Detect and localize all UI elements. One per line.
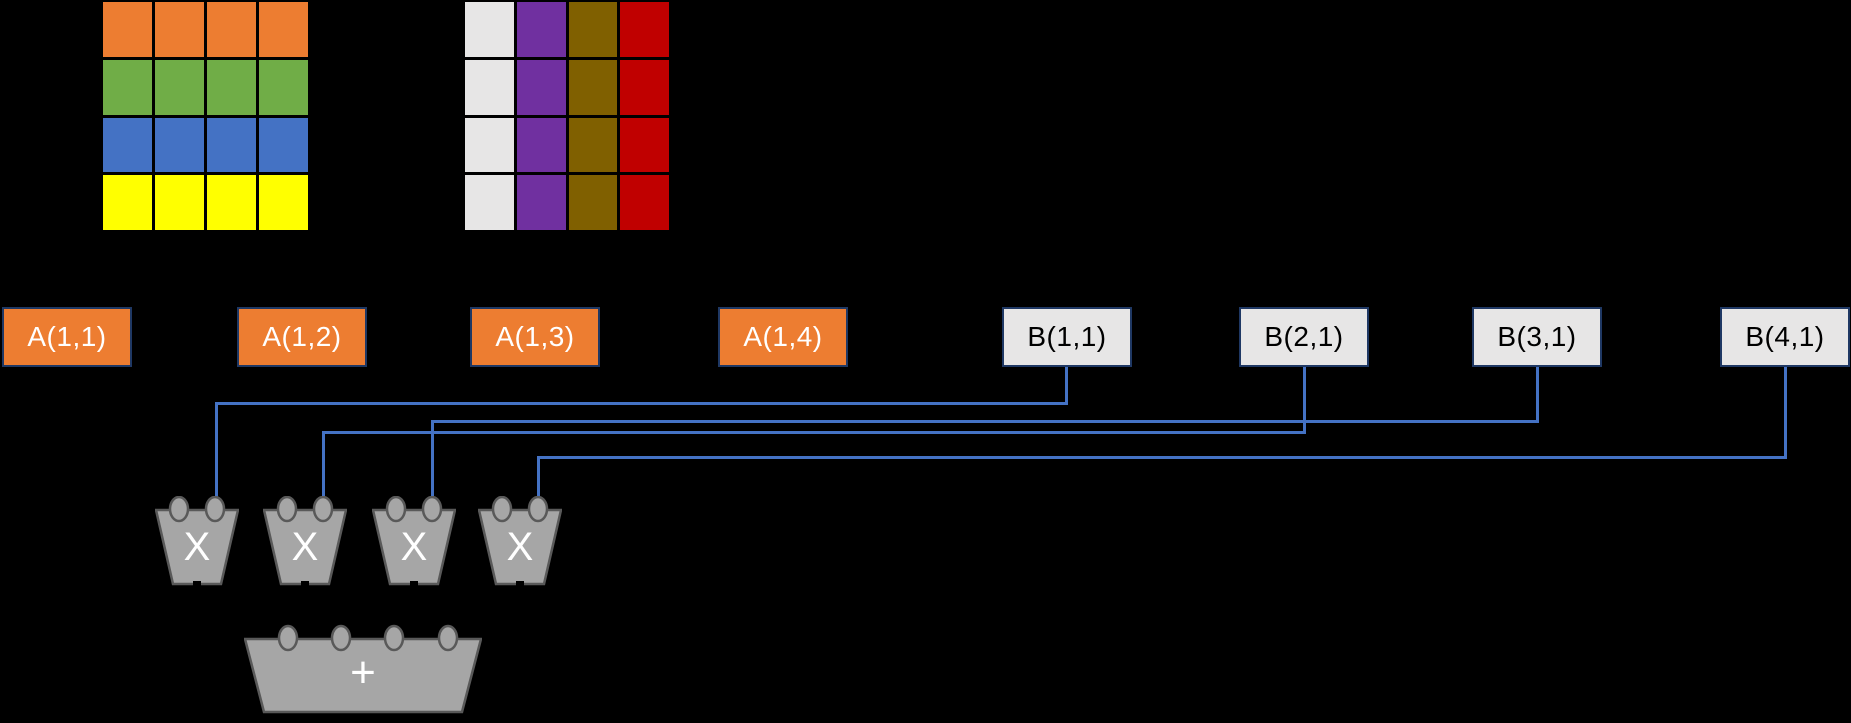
matrix-cell bbox=[259, 59, 308, 115]
wire-B(1,1)-to-multiplier-1 bbox=[1065, 367, 1068, 405]
matrix-cell bbox=[207, 175, 256, 230]
matrix-cell bbox=[465, 2, 514, 57]
matrix-cell bbox=[103, 2, 152, 57]
matrix-cell bbox=[568, 175, 618, 230]
operand-box-a11-label: A(1,1) bbox=[27, 321, 107, 352]
multiplier-4: X bbox=[478, 496, 562, 588]
operand-box-b41: B(4,1) bbox=[1720, 307, 1850, 367]
matrix-cell bbox=[155, 175, 204, 230]
matrix-cell bbox=[155, 117, 204, 173]
input-port-1 bbox=[277, 624, 299, 652]
output-stub bbox=[516, 581, 524, 588]
multiplier-label: X bbox=[183, 524, 211, 569]
operand-box-b21-label: B(2,1) bbox=[1264, 321, 1344, 352]
matrix-cell bbox=[620, 117, 669, 173]
wire-B(2,1)-to-multiplier-2 bbox=[322, 431, 1306, 434]
input-port-right bbox=[204, 496, 226, 523]
input-port-left bbox=[385, 496, 407, 523]
operand-box-a13-label: A(1,3) bbox=[495, 321, 575, 352]
matrix-cell bbox=[207, 59, 256, 115]
matrix-cell bbox=[259, 2, 308, 57]
input-port-4 bbox=[437, 624, 459, 652]
input-port-right bbox=[312, 496, 334, 523]
matrix-cell bbox=[516, 117, 566, 173]
matrix-cell bbox=[568, 59, 618, 115]
multiplier-label: X bbox=[506, 524, 534, 569]
wire-B(4,1)-to-multiplier-4 bbox=[537, 456, 540, 498]
operand-box-b31: B(3,1) bbox=[1472, 307, 1602, 367]
operand-box-b31-label: B(3,1) bbox=[1497, 321, 1577, 352]
operand-box-a12: A(1,2) bbox=[237, 307, 367, 367]
operand-box-a12-label: A(1,2) bbox=[262, 321, 342, 352]
wire-B(4,1)-to-multiplier-4 bbox=[1784, 367, 1787, 459]
output-stub bbox=[193, 581, 201, 588]
matrix-cell bbox=[103, 117, 152, 173]
matrix-cell bbox=[516, 2, 566, 57]
matrix-cell bbox=[568, 2, 618, 57]
output-stub bbox=[301, 581, 309, 588]
adder: + bbox=[244, 624, 482, 716]
matrix-cell bbox=[103, 59, 152, 115]
matrix-cell bbox=[620, 175, 669, 230]
matrix-cell bbox=[620, 2, 669, 57]
wire-B(3,1)-to-multiplier-3 bbox=[1536, 367, 1539, 423]
input-port-right bbox=[421, 496, 443, 523]
matrix-cell bbox=[259, 117, 308, 173]
wire-B(4,1)-to-multiplier-4 bbox=[537, 456, 1787, 459]
input-port-2 bbox=[330, 624, 352, 652]
multiplier-label: X bbox=[291, 524, 319, 569]
input-port-left bbox=[276, 496, 298, 523]
matrix-cell bbox=[155, 2, 204, 57]
matrix-cell bbox=[465, 175, 514, 230]
operand-box-a11: A(1,1) bbox=[2, 307, 132, 367]
operand-box-b11: B(1,1) bbox=[1002, 307, 1132, 367]
matrix-cell bbox=[568, 117, 618, 173]
multiplier-2: X bbox=[263, 496, 347, 588]
matrix-cell bbox=[207, 117, 256, 173]
input-port-left bbox=[491, 496, 513, 523]
operand-box-b21: B(2,1) bbox=[1239, 307, 1369, 367]
operand-box-b41-label: B(4,1) bbox=[1745, 321, 1825, 352]
wire-B(2,1)-to-multiplier-2 bbox=[322, 431, 325, 498]
multiplier-3: X bbox=[372, 496, 456, 588]
matrix-cell bbox=[465, 59, 514, 115]
adder-label: + bbox=[350, 648, 376, 697]
wire-B(3,1)-to-multiplier-3 bbox=[431, 420, 434, 498]
wire-B(1,1)-to-multiplier-1 bbox=[215, 402, 218, 498]
wire-B(2,1)-to-multiplier-2 bbox=[1303, 367, 1306, 434]
wire-B(3,1)-to-multiplier-3 bbox=[431, 420, 1539, 423]
input-port-3 bbox=[383, 624, 405, 652]
matrix-a bbox=[103, 2, 308, 230]
matrix-cell bbox=[620, 59, 669, 115]
wire-B(1,1)-to-multiplier-1 bbox=[215, 402, 1068, 405]
matrix-cell bbox=[103, 175, 152, 230]
operand-box-a14-label: A(1,4) bbox=[743, 321, 823, 352]
input-port-left bbox=[168, 496, 190, 523]
operand-box-a13: A(1,3) bbox=[470, 307, 600, 367]
matrix-cell bbox=[465, 117, 514, 173]
operand-box-b11-label: B(1,1) bbox=[1027, 321, 1107, 352]
matrix-cell bbox=[155, 59, 204, 115]
output-stub bbox=[410, 581, 418, 588]
multiplier-label: X bbox=[400, 524, 428, 569]
matrix-cell bbox=[207, 2, 256, 57]
matrix-b bbox=[465, 2, 669, 230]
matrix-cell bbox=[516, 59, 566, 115]
multiplier-1: X bbox=[155, 496, 239, 588]
input-port-right bbox=[527, 496, 549, 523]
matrix-cell bbox=[259, 175, 308, 230]
operand-box-a14: A(1,4) bbox=[718, 307, 848, 367]
matrix-cell bbox=[516, 175, 566, 230]
